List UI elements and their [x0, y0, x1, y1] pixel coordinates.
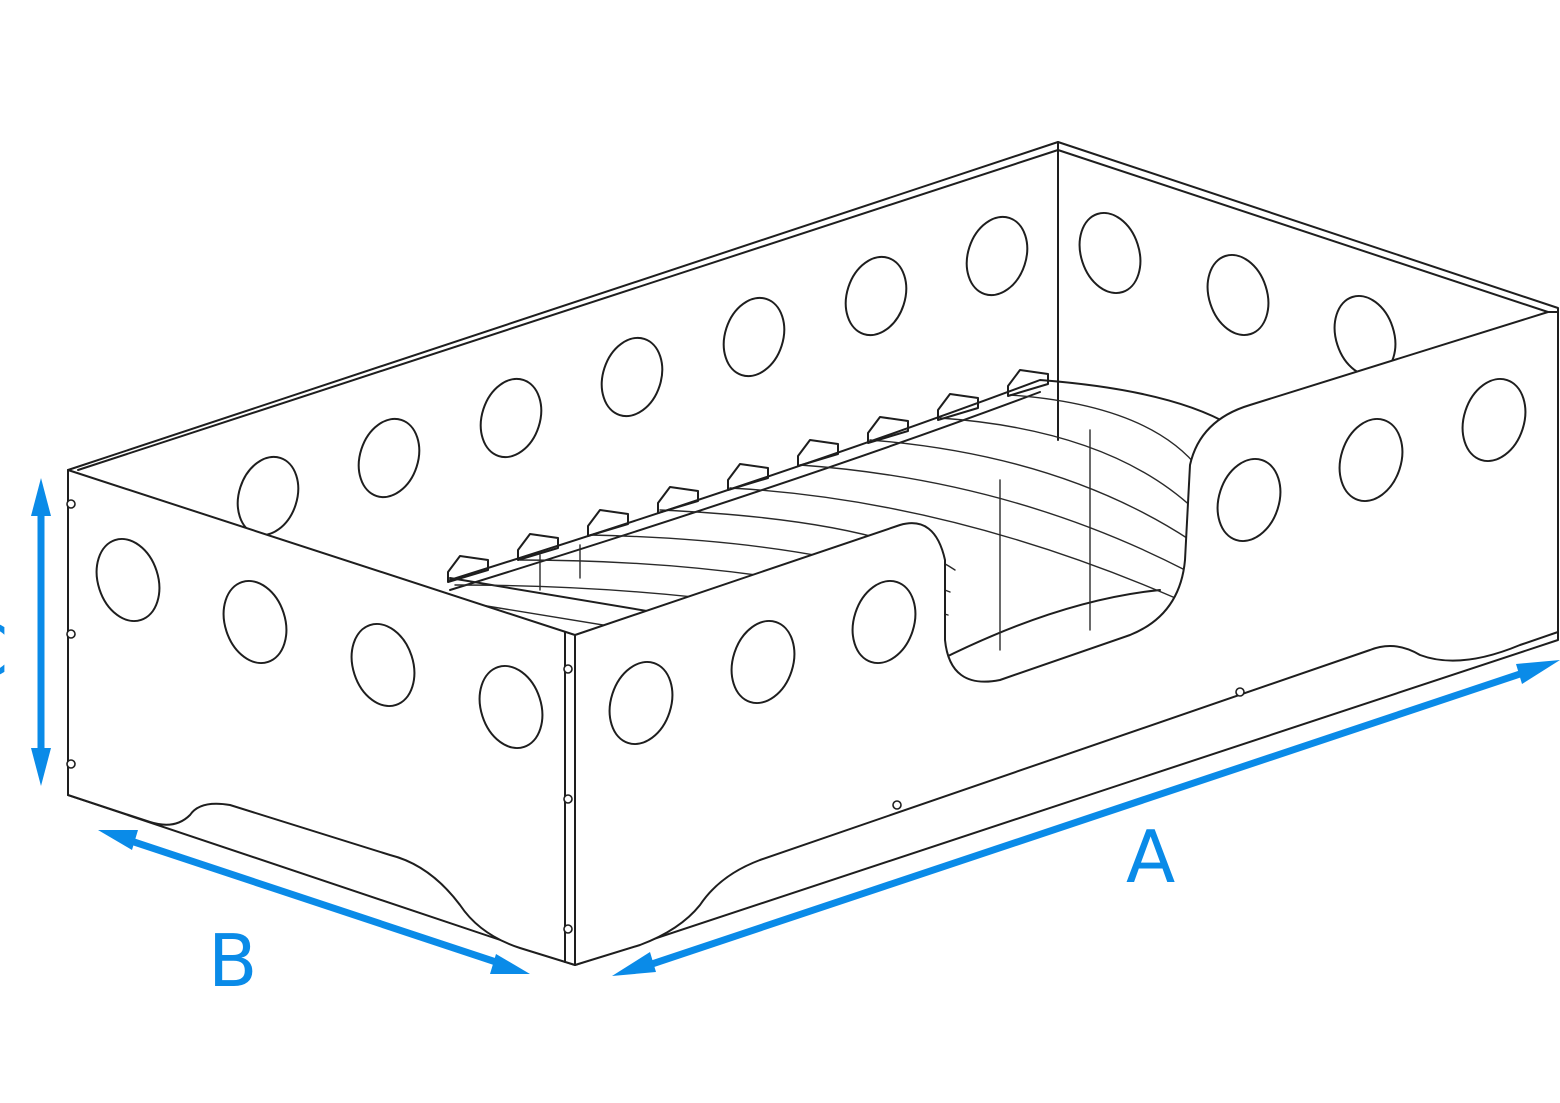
- dimension-annotations: A B C: [0, 478, 1560, 1003]
- dimension-label-b: B: [208, 919, 257, 1003]
- front-panel: [574, 311, 1559, 966]
- dimension-a: A: [612, 660, 1560, 976]
- back-panel-holes: [236, 215, 1029, 537]
- dimension-c: C: [0, 478, 51, 786]
- slat-clips: [447, 369, 1049, 583]
- dimension-label-a: A: [1126, 815, 1175, 899]
- screws: [66, 499, 1245, 934]
- slat-base: [449, 379, 1231, 681]
- dimension-label-c: C: [0, 609, 8, 693]
- front-panel-holes: [608, 377, 1527, 746]
- foot-panel-holes: [95, 537, 544, 750]
- dimension-b: B: [98, 830, 530, 1003]
- head-panel-holes: [1078, 211, 1397, 378]
